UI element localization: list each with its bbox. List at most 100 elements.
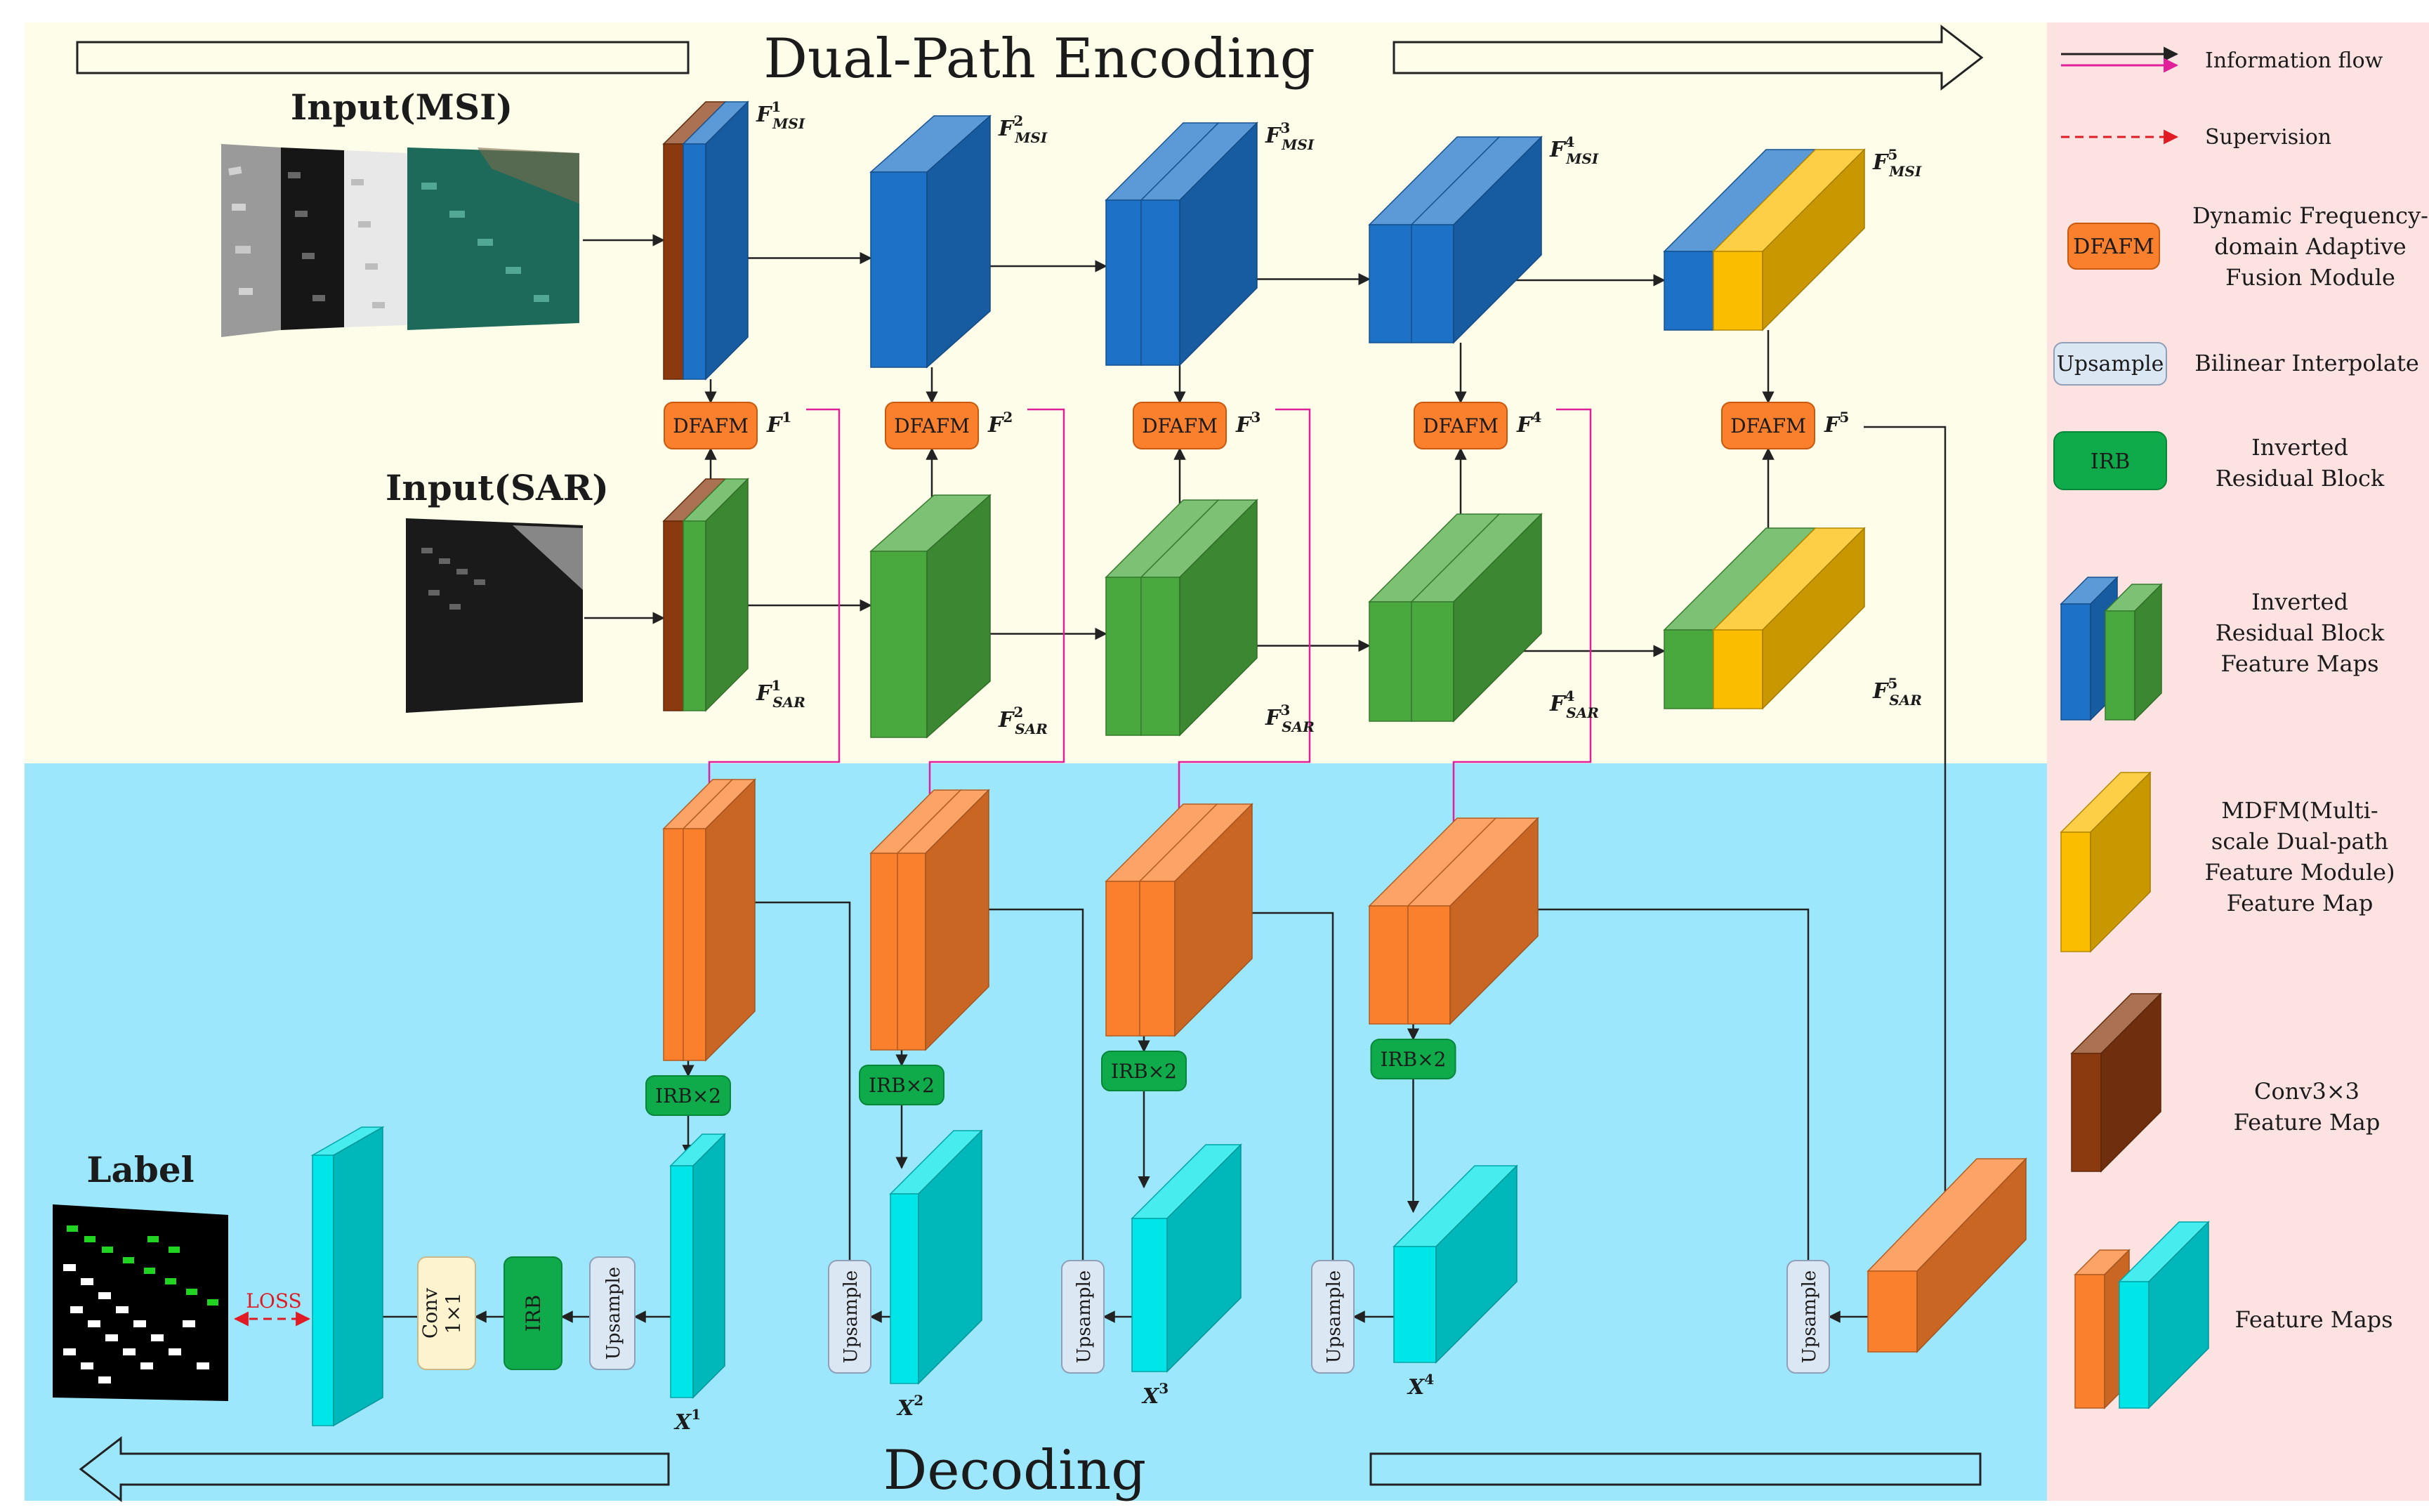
f5-orange-block (1867, 1157, 2027, 1353)
dfafm-module-1-shape (664, 402, 758, 449)
irb2-module-4: IRB×2 (1370, 1039, 1456, 1079)
fusion-label-1: F1 (766, 409, 791, 438)
x-label-3: X3 (1141, 1380, 1169, 1409)
sar-feature-block-2-side (926, 494, 991, 739)
legend-fm-cyan-front-0 (2119, 1281, 2150, 1409)
sar-label-2-letter: F (998, 708, 1015, 732)
sar-feature-block-5-side (1762, 527, 1865, 710)
upsample4-to-decoder3 (1223, 907, 1334, 1261)
msi-label-4-sup: 4 (1565, 133, 1574, 150)
irb2-module-3: IRB×2 (1101, 1051, 1187, 1091)
legend-irb-box (2053, 431, 2167, 490)
msi-feature-block-5 (1663, 148, 1866, 331)
legend-mdfm-line-4: Feature Map (2227, 890, 2374, 916)
sar-label-3-letter: F (1265, 706, 1282, 730)
decoder-orange-block-4-side (1449, 817, 1539, 1025)
x-label-3-letter: X (1141, 1384, 1160, 1409)
fusion-label-3-letter: F (1235, 413, 1253, 438)
sar-feature-block-1-front-1 (683, 520, 706, 711)
upsample-module-5-label: Upsample (1799, 1270, 1820, 1363)
fusion-label-2-sup: 2 (1003, 409, 1013, 426)
irb-module-final-shape (503, 1256, 562, 1370)
msi-label-1-sup: 1 (771, 98, 781, 115)
fusion-label-2: F2 (987, 409, 1013, 438)
sar-label-4-sup: 4 (1565, 688, 1574, 704)
sar-feature-block-5-front-0 (1664, 629, 1714, 709)
legend-conv-brown-side (2100, 992, 2161, 1173)
decoder-orange-block-1 (662, 778, 756, 1062)
sar-label-5-letter: F (1872, 679, 1890, 704)
dfafm-module-2: DFAFM (885, 402, 979, 449)
legend-irb-line-2: Residual Block (2216, 465, 2385, 492)
conv-size-label: 1×1 (442, 1292, 465, 1334)
fusion-label-3: F3 (1235, 409, 1260, 438)
legend-upsample-box (2053, 342, 2167, 386)
dfafm-module-5-shape (1721, 402, 1815, 449)
irb2-module-2: IRB×2 (859, 1065, 944, 1105)
legend-irbfm-line-3: Feature Maps (2220, 650, 2378, 677)
sar-feature-block-4-front-1 (1411, 601, 1454, 722)
msi-label-2-sub: MSI (1014, 129, 1048, 146)
legend-mdfm-yellow (2060, 771, 2152, 953)
irb-module-final-label: IRB (522, 1295, 545, 1332)
x-label-1-letter: X (673, 1410, 692, 1435)
upsample2-to-decoder1 (739, 896, 851, 1261)
msi-label-5-sub: MSI (1888, 163, 1922, 180)
sar-feature-block-1-front-0 (663, 520, 684, 711)
msi-feature-block-2 (869, 114, 992, 369)
input-sar-label: Input(SAR) (386, 467, 609, 508)
msi-label-4-letter: F (1549, 138, 1567, 162)
msi-feature-block-1-side (705, 100, 749, 381)
sar-feature-block-3-side (1179, 499, 1258, 737)
feature-blocks (310, 100, 2027, 1427)
dfafm-module-5-label: DFAFM (1730, 414, 1806, 438)
msi-label-2-sup: 2 (1013, 112, 1023, 129)
decoder-orange-block-4-front-1 (1407, 905, 1451, 1025)
dfafm-module-2-shape (885, 402, 979, 449)
decoder-orange-block-3-front-0 (1105, 881, 1140, 1037)
dfafm-module-3-shape (1133, 402, 1227, 449)
dfafm-module-2-label: DFAFM (894, 414, 970, 438)
sar-feature-block-1-side (705, 478, 749, 712)
x-label-2-sup: 2 (914, 1392, 923, 1409)
decoder-orange-block-2 (869, 789, 990, 1051)
conv-label: Conv (419, 1288, 442, 1339)
legend-irb-fm-green (2104, 583, 2163, 721)
legend-conv-line-1: Conv3×3 (2254, 1078, 2359, 1105)
magenta-flow-2 (923, 408, 1065, 830)
decoding-banner-left-arrow (79, 1435, 670, 1503)
fusion-label-4-sup: 4 (1532, 409, 1541, 426)
sar-label-3-sup: 3 (1280, 702, 1290, 718)
msi-feature-block-1-front-1 (683, 143, 706, 380)
upsample-module-4: Upsample (1311, 1260, 1355, 1374)
encoding-banner-right-arrow (1393, 24, 1984, 91)
legend-dfafm-box (2067, 223, 2160, 270)
msi-feature-block-5-front-0 (1664, 251, 1714, 331)
x-label-4-letter: X (1407, 1375, 1426, 1400)
msi-feature-block-1 (662, 100, 749, 381)
legend-conv-brown (2070, 992, 2162, 1173)
legend-dfafm-box-label: DFAFM (2073, 235, 2154, 259)
upsample3-to-decoder2 (966, 903, 1084, 1261)
decoder-orange-block-4 (1368, 817, 1539, 1025)
legend-conv-brown-front-0 (2071, 1053, 2102, 1172)
legend-supervision: Supervision (2205, 125, 2331, 150)
magenta-flow-1 (703, 408, 841, 813)
x-label-4: X4 (1407, 1371, 1434, 1400)
f5-to-bottom-block (1864, 426, 1951, 1216)
sar-feature-block-5-front-1 (1713, 629, 1763, 709)
legend-mdfm-line-1: MDFM(Multi- (2221, 797, 2378, 824)
irb2-module-3-shape (1101, 1051, 1187, 1091)
legend-fm-cyan-side (2148, 1221, 2209, 1409)
x-label-3-sup: 3 (1159, 1380, 1169, 1397)
x-label-2: X2 (896, 1392, 923, 1421)
legend-irb-fm-green-side (2134, 583, 2162, 721)
